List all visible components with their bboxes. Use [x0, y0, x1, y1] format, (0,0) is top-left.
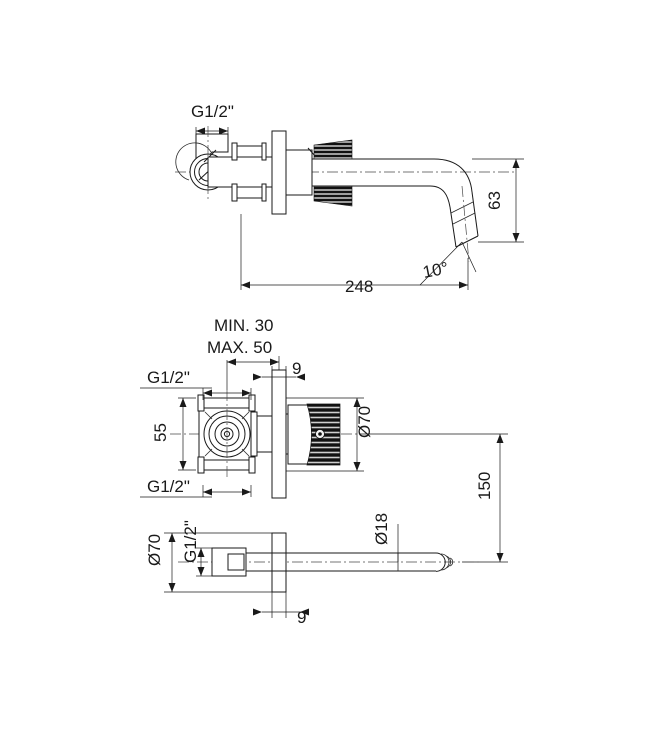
label-wall-depth-max: MAX. 50	[207, 338, 272, 357]
label-inlet-thread-top: G1/2"	[191, 102, 234, 121]
view-front-elevation: MIN. 30 MAX. 50 9 G1/2"	[140, 316, 508, 563]
label-inlet-thread-upper: G1/2"	[147, 368, 190, 387]
dim-wall-depth	[226, 356, 280, 390]
dim-spout-projection	[240, 214, 469, 290]
escutcheon-plate-plan	[271, 532, 287, 593]
label-escutcheon-thickness-top: 9	[292, 359, 301, 378]
collar-side	[285, 149, 313, 196]
label-rosette-diameter-plan: Ø70	[145, 534, 164, 566]
label-spout-tube-diameter: Ø18	[372, 513, 391, 545]
label-flange-diameter-front: Ø70	[355, 406, 374, 438]
escutcheon-plate-side	[271, 130, 287, 215]
dim-body-height	[178, 397, 196, 471]
label-plan-inlet-thread: G1/2"	[181, 520, 200, 563]
dim-spout-height	[472, 158, 524, 243]
valve-body-front	[197, 390, 256, 478]
label-escutcheon-thickness-bottom: 9	[297, 608, 306, 627]
knurled-handle-front	[306, 403, 341, 466]
view-side-elevation: G1/2" 63 248 10°	[175, 102, 524, 296]
dim-rosette-diameter-plan	[164, 532, 272, 593]
dim-plan-inlet-thread	[196, 547, 212, 577]
dim-inlet-thread-upper	[140, 387, 252, 400]
dim-escutcheon-thickness-top	[253, 366, 305, 386]
spout-tube-side	[312, 158, 479, 263]
knurled-handle-side	[307, 139, 353, 207]
label-spout-centre-offset: 150	[475, 472, 494, 500]
dim-escutcheon-thickness-bottom	[253, 592, 309, 618]
dim-inlet-thread-lower	[140, 485, 252, 498]
view-plan: Ø70 G1/2" Ø18 9	[145, 513, 480, 627]
dim-inlet-thread-top	[195, 127, 229, 136]
dim-flange-diameter-front	[286, 397, 364, 472]
escutcheon-plate-front	[271, 369, 287, 499]
label-body-height: 55	[151, 423, 170, 442]
label-spout-height: 63	[485, 191, 504, 210]
dim-spout-angle	[419, 241, 477, 286]
label-wall-depth-min: MIN. 30	[214, 316, 274, 335]
label-spout-projection: 248	[345, 277, 373, 296]
plan-inlet-block	[211, 547, 247, 577]
label-spout-angle: 10°	[421, 258, 450, 282]
centerline-nozzle	[461, 185, 470, 263]
label-inlet-thread-lower: G1/2"	[147, 477, 190, 496]
plan-spout-tube	[246, 552, 454, 572]
